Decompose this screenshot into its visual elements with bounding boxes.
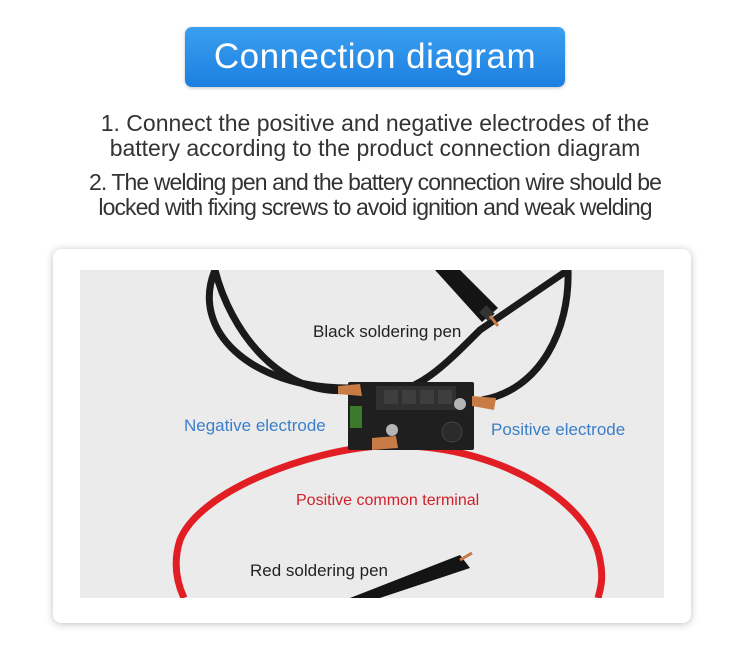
connection-diagram-image: Black soldering pen Negative electrode P… (80, 270, 664, 598)
label-black-soldering-pen: Black soldering pen (313, 322, 462, 341)
red-cable-right (409, 442, 606, 598)
black-soldering-pen (435, 270, 500, 327)
black-cable-right (481, 270, 572, 404)
instruction-step-1: 1. Connect the positive and negative ele… (70, 111, 680, 161)
black-cable-left (206, 270, 349, 392)
page-title: Connection diagram (213, 37, 537, 76)
label-positive-common-terminal: Positive common terminal (296, 492, 480, 509)
red-cable (172, 442, 381, 598)
pcb-board (348, 382, 474, 450)
instruction-step-2-line-2: locked with fixing screws to avoid ignit… (98, 194, 652, 220)
copper-lugs (338, 384, 496, 450)
label-negative-electrode: Negative electrode (184, 416, 326, 435)
instruction-step-2-line-1: 2. The welding pen and the battery conne… (88, 169, 662, 195)
instruction-step-1-line-1: 1. Connect the positive and negative ele… (100, 110, 650, 136)
instruction-step-2: 2. The welding pen and the battery conne… (70, 170, 680, 220)
instruction-step-1-line-2: battery according to the product connect… (109, 135, 641, 161)
label-red-soldering-pen: Red soldering pen (250, 561, 388, 580)
title-badge: Connection diagram (185, 27, 565, 87)
connection-diagram-svg (172, 270, 606, 598)
red-soldering-pen (350, 551, 473, 598)
label-positive-electrode: Positive electrode (491, 420, 626, 439)
